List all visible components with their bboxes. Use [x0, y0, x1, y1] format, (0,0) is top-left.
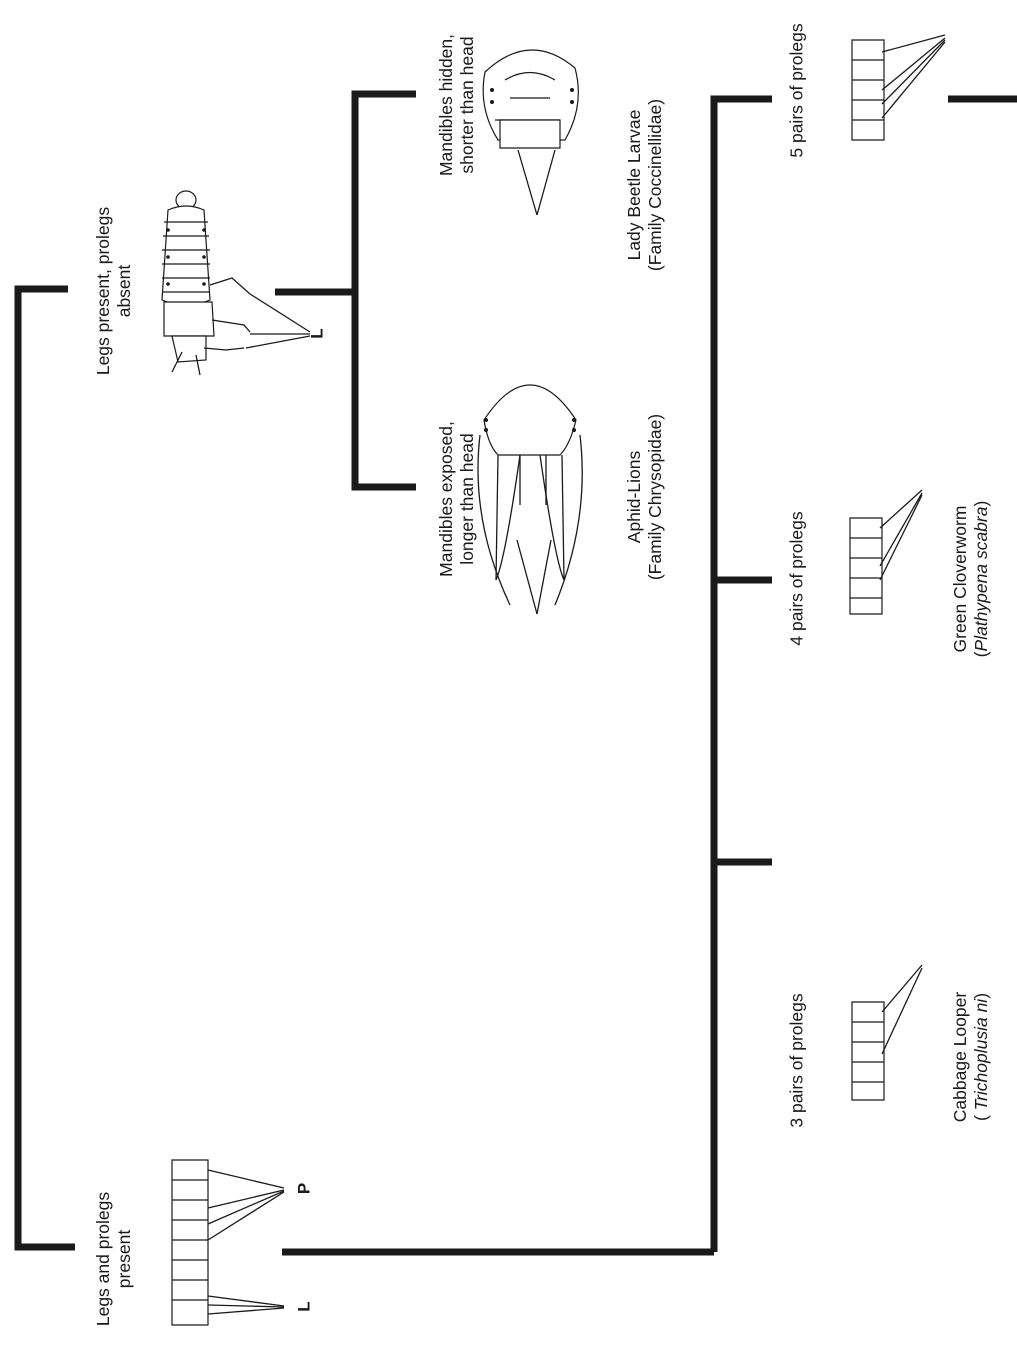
branch-mandibles-hidden-label: Mandibles hidden, shorter than head: [436, 0, 478, 210]
taxon-green-cloverworm-line1: Green Cloverworm: [950, 505, 970, 653]
paren-open: (: [971, 651, 991, 658]
taxon-cabbage-looper-line1: Cabbage Looper: [950, 991, 970, 1123]
root-bracket: [14, 285, 75, 1251]
group-legs-present-line1: Legs present, prolegs: [93, 206, 113, 376]
branch-mandibles-exposed-line2: longer than head: [457, 433, 477, 565]
pointer-letter-prolegs: P: [294, 1179, 315, 1199]
group-legs-prolegs-line1: Legs and prolegs: [93, 1191, 113, 1327]
group-legs-prolegs-label: Legs and prolegs present: [93, 1159, 135, 1359]
taxon-green-cloverworm-line2: (Plathypena scabra): [971, 459, 992, 699]
paren-close: ): [971, 500, 991, 507]
caterpillar-4-prolegs-icon: [849, 489, 923, 615]
branch-three-pairs-label: 3 pairs of prolegs: [787, 961, 808, 1161]
paren-open: (: [971, 1110, 991, 1122]
pointer-letter-legs-top-text: L: [307, 328, 327, 339]
caterpillar-5-prolegs-icon: [851, 34, 946, 141]
taxon-aphid-lions-line1: Aphid-Lions: [624, 450, 644, 544]
taxon-aphid-lions-label: Aphid-Lions (Family Chrysopidae): [624, 377, 666, 617]
group-legs-present-label: Legs present, prolegs absent: [93, 171, 135, 411]
branch-mandibles-hidden-line1: Mandibles hidden,: [436, 33, 456, 177]
lady-beetle-head-icon: [482, 49, 579, 216]
key-lines: [14, 90, 1017, 1256]
taxon-lady-beetle-line1: Lady Beetle Larvae: [624, 109, 644, 261]
mandible-bracket: [351, 90, 416, 491]
branch-mandibles-exposed-line1: Mandibles exposed,: [436, 421, 456, 577]
pointer-letter-prolegs-text: P: [294, 1182, 314, 1195]
branch-five-pairs-label: 5 pairs of prolegs: [787, 0, 808, 191]
paren-close: ): [971, 992, 991, 999]
scientific-name: Plathypena scabra: [971, 506, 991, 652]
taxon-green-cloverworm-label: Green Cloverworm (Plathypena scabra): [950, 459, 992, 699]
group-legs-present-line2: absent: [114, 264, 134, 318]
branch-four-pairs-text: 4 pairs of prolegs: [786, 511, 807, 646]
pointer-letter-legs-top: L: [307, 324, 328, 344]
taxon-lady-beetle-line2: (Family Coccinellidae): [645, 98, 665, 272]
legs-prolegs-larva-icon: [171, 1159, 285, 1326]
prolegs-bracket: [710, 95, 772, 1252]
taxon-aphid-lions-line2: (Family Chrysopidae): [645, 413, 665, 581]
lady-beetle-larva-icon: [161, 190, 311, 376]
branch-mandibles-hidden-line2: shorter than head: [457, 36, 477, 174]
taxon-cabbage-looper-label: Cabbage Looper ( Trichoplusia ni): [950, 937, 992, 1177]
scientific-name: Trichoplusia ni: [971, 998, 991, 1111]
pointer-letter-legs-bottom: L: [294, 1297, 315, 1317]
branch-three-pairs-text: 3 pairs of prolegs: [786, 993, 807, 1128]
taxon-cabbage-looper-line2: ( Trichoplusia ni): [971, 937, 992, 1177]
pointer-letter-legs-bottom-text: L: [294, 1301, 314, 1312]
caterpillar-3-prolegs-icon: [851, 964, 923, 1101]
branch-five-pairs-text: 5 pairs of prolegs: [786, 23, 807, 158]
branch-four-pairs-label: 4 pairs of prolegs: [787, 479, 808, 679]
taxon-lady-beetle-label: Lady Beetle Larvae (Family Coccinellidae…: [624, 65, 666, 305]
branch-mandibles-exposed-label: Mandibles exposed, longer than head: [436, 384, 478, 614]
group-legs-prolegs-line2: present: [114, 1229, 134, 1289]
aphid-lion-head-icon: [477, 384, 583, 615]
